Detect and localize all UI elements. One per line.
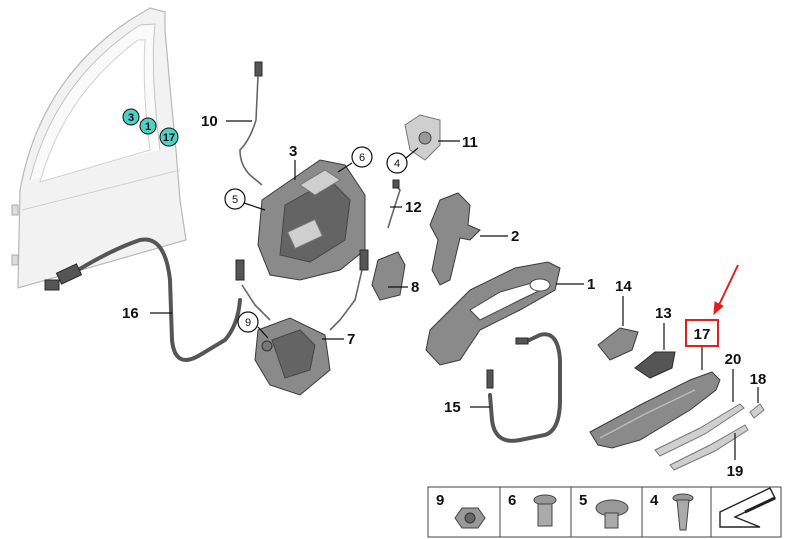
callout-10[interactable]: 10 <box>201 113 218 130</box>
door-marker-1[interactable]: 1 <box>139 117 157 135</box>
callout-12[interactable]: 12 <box>405 199 422 216</box>
fastener-cell-5[interactable]: 5 <box>579 492 629 529</box>
part-20-trim <box>654 403 745 457</box>
callout-6-circled[interactable]: 6 <box>337 146 373 173</box>
callout-15[interactable]: 15 <box>444 399 461 416</box>
highlight-box-17 <box>685 319 719 347</box>
view-direction-icon <box>719 487 776 528</box>
fastener-label-4: 4 <box>650 492 659 509</box>
callout-9-label: 9 <box>245 317 251 329</box>
fastener-cell-9[interactable]: 9 <box>436 492 486 529</box>
door-marker-3[interactable]: 3 <box>122 108 140 126</box>
part-10-rod <box>239 61 263 186</box>
callout-3[interactable]: 3 <box>289 143 297 160</box>
callout-18[interactable]: 18 <box>750 371 767 388</box>
callout-11[interactable]: 11 <box>462 134 478 151</box>
part-18-clip <box>749 403 765 419</box>
callout-9-circled[interactable]: 9 <box>237 311 269 339</box>
callout-5-label: 5 <box>232 194 238 206</box>
door-marker-3-label: 3 <box>128 112 134 124</box>
door-marker-1-label: 1 <box>145 121 151 133</box>
part-1-handle-carrier <box>425 261 561 366</box>
part-11-striker <box>404 114 441 161</box>
fastener-cell-4[interactable]: 4 <box>650 492 694 531</box>
part-17-handle <box>589 371 721 449</box>
callout-4-circled[interactable]: 4 <box>386 147 419 174</box>
fastener-cell-6[interactable]: 6 <box>508 492 557 527</box>
callout-7[interactable]: 7 <box>347 331 355 348</box>
highlight-arrow <box>713 264 739 316</box>
part-2-bracket <box>429 192 481 286</box>
part-16-cable <box>44 237 245 362</box>
callout-8[interactable]: 8 <box>411 279 419 296</box>
callout-2[interactable]: 2 <box>511 228 519 245</box>
callout-16[interactable]: 16 <box>122 305 139 322</box>
part-13-cap <box>634 351 676 379</box>
door-illustration <box>11 7 187 289</box>
fastener-label-6: 6 <box>508 492 516 509</box>
callout-13[interactable]: 13 <box>655 305 672 322</box>
door-marker-17-label: 17 <box>163 132 175 144</box>
fastener-label-9: 9 <box>436 492 444 509</box>
part-3-lock-module <box>257 159 366 281</box>
door-marker-17[interactable]: 17 <box>159 127 179 147</box>
callout-1[interactable]: 1 <box>587 276 595 293</box>
callout-17[interactable]: 17 <box>694 326 711 343</box>
callout-5-circled[interactable]: 5 <box>224 188 266 211</box>
part-19-trim <box>669 424 749 471</box>
callout-14[interactable]: 14 <box>615 278 632 295</box>
part-8-bracket <box>359 249 406 301</box>
fastener-table: 9 6 5 4 <box>427 486 782 538</box>
callout-4-label: 4 <box>394 158 400 170</box>
part-15-cable <box>486 332 562 443</box>
part-7-actuator <box>241 269 363 396</box>
part-12-rod <box>387 179 401 229</box>
fastener-label-5: 5 <box>579 492 587 509</box>
part-14-cap <box>597 327 639 361</box>
callout-20[interactable]: 20 <box>725 351 742 368</box>
callout-6-label: 6 <box>359 152 365 164</box>
callout-19[interactable]: 19 <box>727 463 744 480</box>
